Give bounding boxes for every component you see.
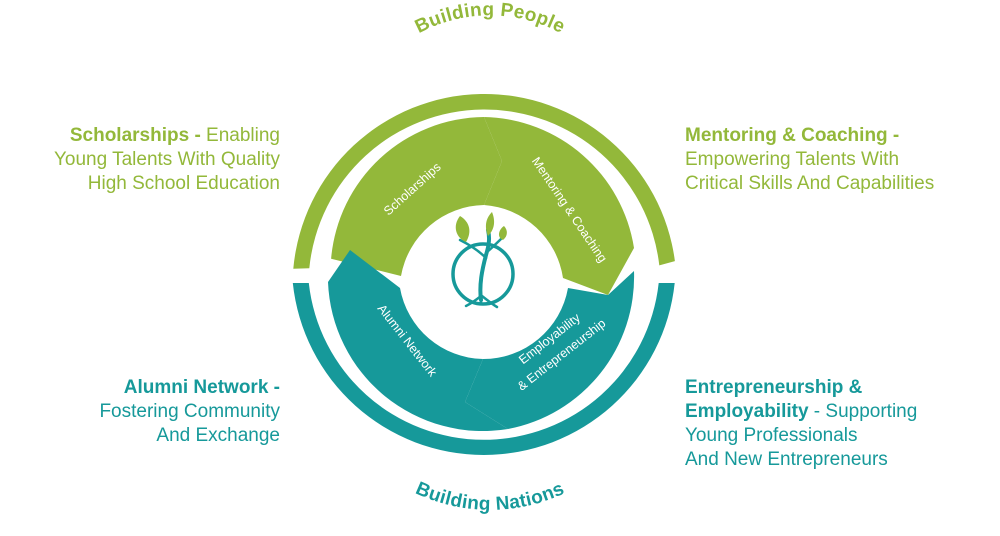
callout-alumni-head: Alumni Network -	[123, 377, 280, 398]
arc-title-building-nations: Building Nations	[413, 478, 568, 515]
arc-title-building-people: Building People	[412, 0, 569, 38]
callout-entrepreneurship-head2: Employability	[685, 401, 809, 422]
callout-alumni-line3: And Exchange	[156, 425, 280, 446]
callout-entrepreneurship: Entrepreneurship & Employability - Suppo…	[685, 376, 917, 472]
callout-mentoring: Mentoring & Coaching - Empowering Talent…	[685, 124, 934, 196]
sprout-icon	[451, 212, 515, 309]
callout-entrepreneurship-line1: - Supporting	[808, 401, 918, 422]
segment-alumni	[328, 250, 508, 432]
callout-scholarships-line2: Young Talents With Quality	[53, 149, 280, 170]
callout-mentoring-line2: Empowering Talents With	[685, 149, 900, 170]
callout-entrepreneurship-head1: Entrepreneurship &	[685, 377, 863, 398]
segment-employability	[465, 271, 635, 429]
callout-scholarships-line3: High School Education	[87, 173, 280, 194]
outer-ring-green	[293, 93, 675, 269]
callout-alumni: Alumni Network - Fostering Community And…	[99, 376, 280, 448]
callout-scholarships: Scholarships - Enabling Young Talents Wi…	[54, 124, 280, 196]
callout-mentoring-head: Mentoring & Coaching -	[685, 125, 900, 146]
callout-mentoring-line3: Critical Skills And Capabilities	[685, 173, 935, 194]
segment-scholarships	[331, 117, 502, 276]
callout-entrepreneurship-line3: And New Entrepreneurs	[685, 449, 888, 470]
callout-entrepreneurship-line2: Young Professionals	[685, 425, 858, 446]
callout-scholarships-line1: Enabling	[206, 125, 280, 146]
callout-alumni-line2: Fostering Community	[99, 401, 280, 422]
callout-scholarships-head: Scholarships -	[69, 125, 201, 146]
segment-mentoring	[484, 117, 634, 295]
outer-ring-teal	[292, 283, 675, 455]
